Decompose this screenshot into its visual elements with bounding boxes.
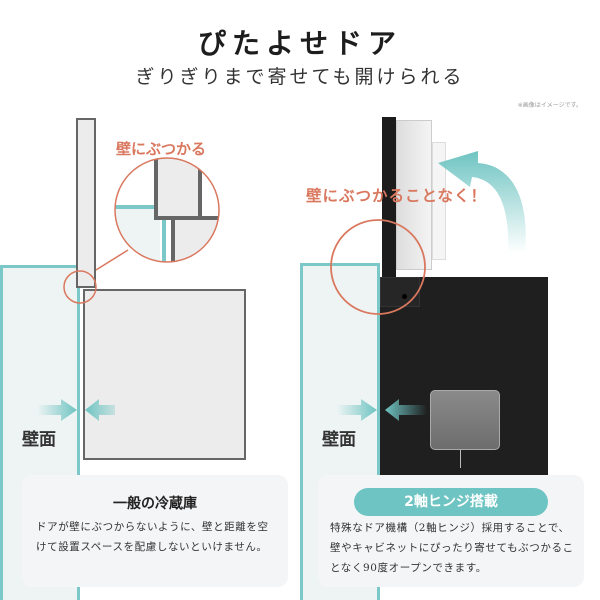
hinge-block	[380, 277, 420, 307]
hinge-screw-icon	[402, 294, 407, 299]
hinge-plate-image	[430, 390, 500, 450]
page-subtitle: ぎりぎりまで寄せても開けられる	[135, 66, 465, 88]
image-note: ※画像はイメージです。	[517, 102, 582, 109]
compress-arrows-icon	[37, 399, 115, 421]
hinge-cable	[460, 450, 461, 468]
open-door-diagram	[76, 118, 96, 288]
zoom-callout-icon	[63, 157, 220, 304]
rotation-arrow-icon	[438, 151, 526, 253]
card-description: 特殊なドア機構（2軸ヒンジ）採用することで、壁やキャビネットにぴったり寄せてもぶ…	[330, 522, 574, 574]
wall-label-right: 壁面	[322, 430, 356, 450]
standard-fridge-card: 一般の冷蔵庫 ドアが壁にぶつからないように、壁と距離を空けて設置スペースを配慮し…	[22, 475, 288, 587]
no-collision-callout: 壁にぶつかることなく！	[306, 187, 488, 205]
wall-label: 壁面	[22, 430, 56, 450]
two-axis-hinge-card: 2軸ヒンジ搭載 特殊なドア機構（2軸ヒンジ）採用することで、壁やキャビネットにぴ…	[318, 475, 584, 587]
card-title: 一般の冷蔵庫	[113, 496, 197, 512]
page-title: ぴたよせドア	[197, 27, 402, 60]
door-inner	[396, 120, 432, 270]
door-frame	[382, 117, 396, 277]
compress-arrows-icon-right	[337, 399, 427, 421]
collision-callout: 壁にぶつかる	[116, 140, 207, 158]
zoom-callout-icon-right	[330, 219, 426, 315]
fridge-diagram	[83, 289, 246, 460]
feature-badge: 2軸ヒンジ搭載	[354, 488, 548, 516]
door-shelf	[432, 142, 446, 260]
card-description: ドアが壁にぶつからないように、壁と距離を空けて設置スペースを配慮しないといけませ…	[36, 521, 269, 553]
